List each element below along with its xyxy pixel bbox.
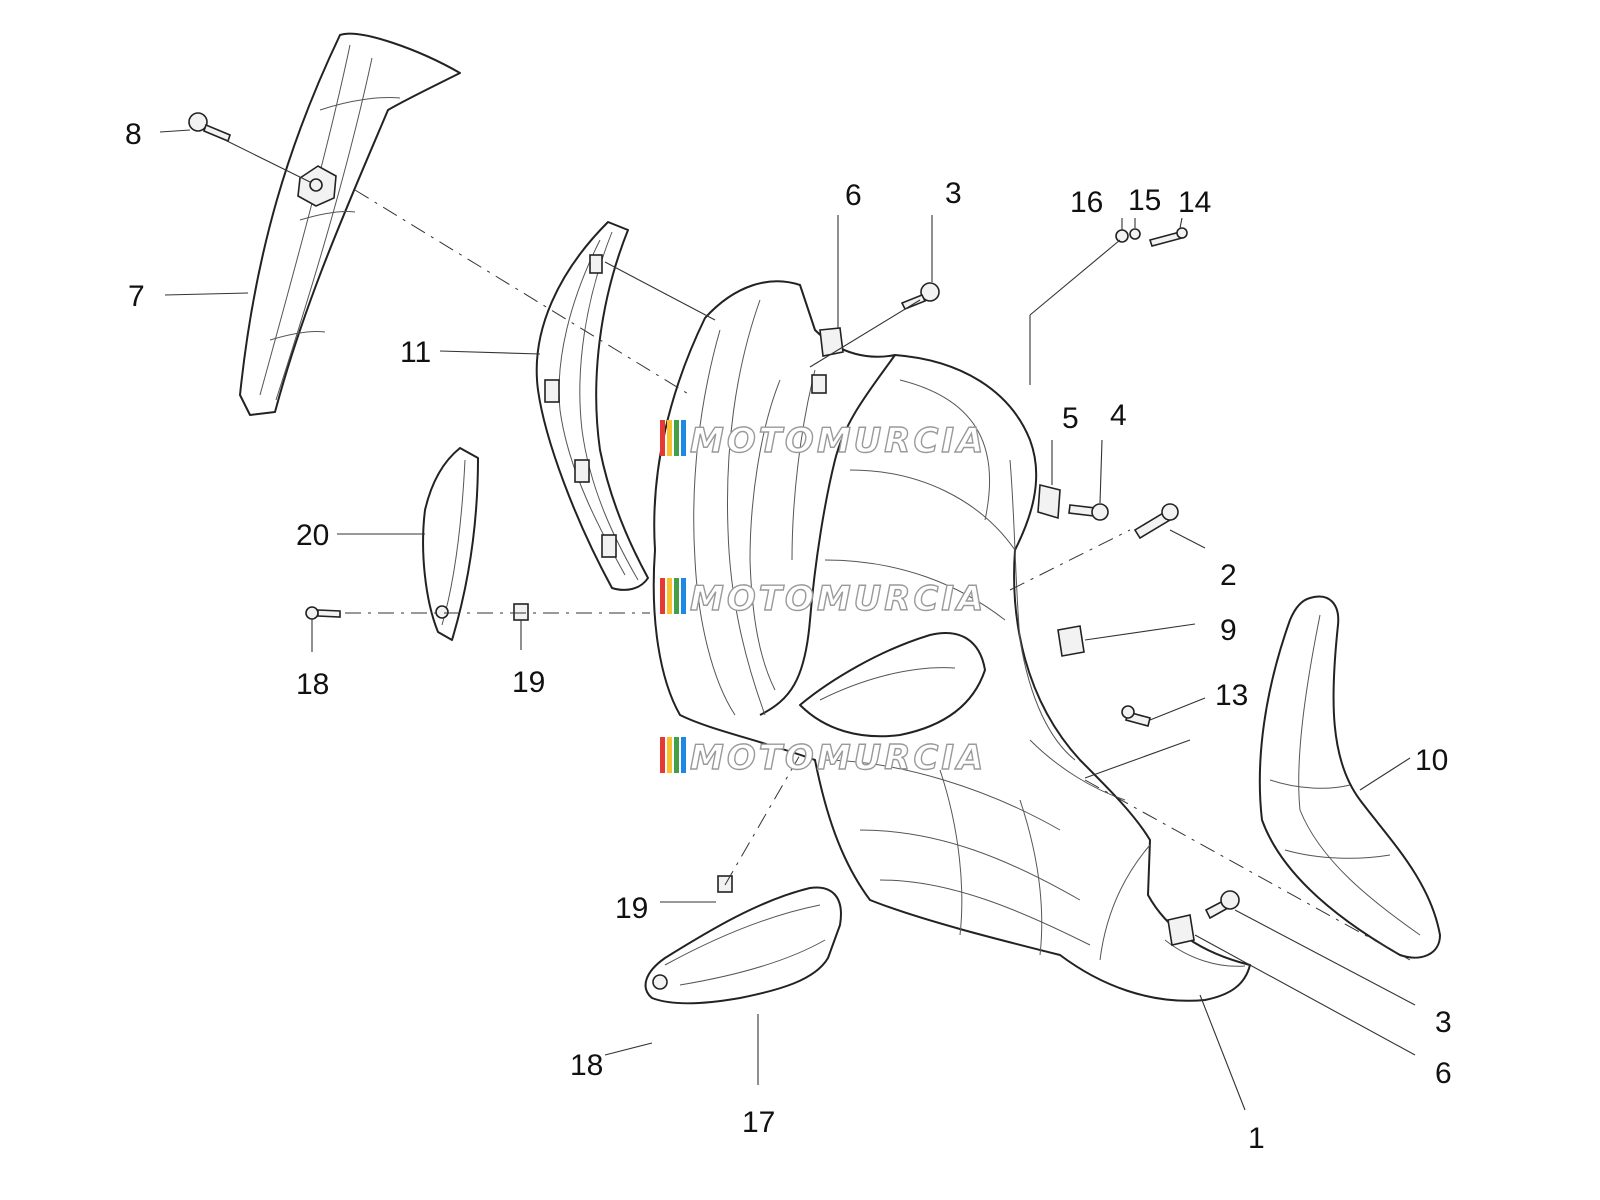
watermark-top: MOTOMURCIA	[660, 420, 986, 462]
callout-3: 3	[945, 177, 962, 210]
callout-18: 18	[570, 1049, 603, 1082]
callout-2: 2	[1220, 559, 1237, 592]
callout-20: 20	[296, 519, 329, 552]
assembly-lines	[345, 189, 1411, 961]
part-11-inner-shield-liner	[535, 221, 649, 591]
watermark-text: MOTOMURCIA	[690, 738, 986, 778]
watermark-bottom: MOTOMURCIA	[660, 737, 986, 779]
callout-6: 6	[845, 179, 862, 212]
watermark-middle: MOTOMURCIA	[660, 578, 986, 620]
callout-5: 5	[1062, 402, 1079, 435]
callout-10: 10	[1415, 744, 1448, 777]
watermark-text: MOTOMURCIA	[690, 579, 986, 619]
part-7-front-trim-strip	[239, 32, 461, 416]
callout-19: 19	[615, 892, 648, 925]
callout-15: 15	[1128, 184, 1161, 217]
callout-19: 19	[512, 666, 545, 699]
callout-7: 7	[128, 280, 145, 313]
leader-lines	[159, 129, 1416, 1111]
watermark-text: MOTOMURCIA	[690, 421, 986, 461]
callout-4: 4	[1110, 399, 1127, 432]
callout-18: 18	[296, 668, 329, 701]
callout-labels: 8 7 11 20 18 19 6 3 16 15 14 5 4 2 9 13 …	[125, 118, 1452, 1155]
callout-1: 1	[1248, 1122, 1265, 1155]
callout-8: 8	[125, 118, 142, 151]
callout-13: 13	[1215, 679, 1248, 712]
part-10-side-trim	[1258, 595, 1441, 959]
callout-17: 17	[742, 1106, 775, 1139]
callout-11: 11	[400, 336, 431, 369]
callout-16: 16	[1070, 186, 1103, 219]
callout-3: 3	[1435, 1006, 1452, 1039]
part-20-small-side-cover	[422, 447, 479, 641]
part-17-lower-cover	[644, 886, 842, 1005]
callout-6: 6	[1435, 1057, 1452, 1090]
hardware-fasteners	[188, 112, 1240, 946]
callout-9: 9	[1220, 614, 1237, 647]
callout-14: 14	[1178, 186, 1211, 219]
part-1-front-shield	[652, 280, 1251, 1002]
